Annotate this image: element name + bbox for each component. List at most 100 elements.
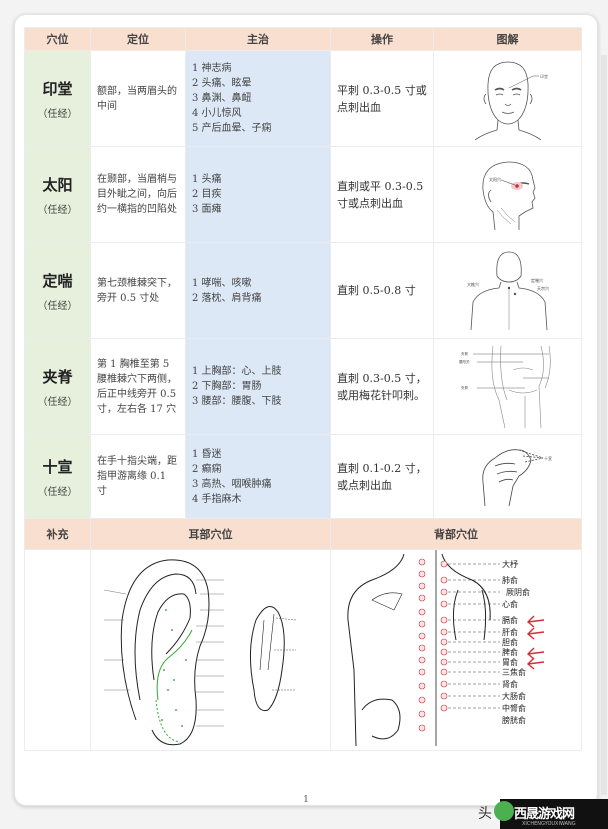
point-meridian: （任经） (37, 486, 78, 498)
treatment-item: 2 落枕、肩背痛 (192, 292, 262, 304)
svg-text:三焦俞: 三焦俞 (502, 667, 526, 677)
face-front-illustration: 印堂 (474, 61, 548, 140)
point-location: 第 1 胸椎至第 5 腰椎棘穴下两侧，后正中线旁开 0.5 寸，左右各 17 穴 (90, 338, 186, 435)
ear-points-title: 耳部穴位 (90, 518, 331, 550)
point-location: 在颞部，当眉梢与目外眦之间，向后约一横指的凹陷处 (90, 146, 186, 243)
treatment-item: 2 目疾 (192, 189, 222, 200)
table-header-row: 穴位 定位 主治 操作 图解 (24, 27, 582, 51)
point-name: 印堂 (42, 79, 73, 98)
svg-text:印堂: 印堂 (540, 73, 548, 79)
point-name: 定喘 (42, 271, 73, 290)
treatment-item: 4 小儿惊风 (192, 108, 242, 119)
point-location: 在手十指尖端，距指甲游离缘 0.1 寸 (90, 434, 186, 519)
table-row: 十宣 （任经） 在手十指尖端，距指甲游离缘 0.1 寸 1 昏迷 2 癫痫 3 … (24, 434, 582, 519)
page-number: 1 (303, 795, 309, 805)
table-row: 夹脊 （任经） 第 1 胸椎至第 5 腰椎棘穴下两侧，后正中线旁开 0.5 寸，… (24, 338, 582, 435)
treatment-item: 3 面瘫 (192, 204, 222, 215)
point-name-cell: 太阳 （任经） (24, 146, 91, 243)
treatment-item: 2 癫痫 (192, 463, 222, 475)
treatment-item: 1 昏迷 (192, 448, 222, 460)
point-figure: 十宣 (433, 434, 582, 519)
back-points-figure-cell: 大杼 肺俞 厥阴俞 心俞 膈俞 肝俞 胆俞 脾俞 胃俞 三焦俞 肾俞 大肠俞 中… (330, 549, 582, 751)
point-name-cell: 定喘 （任经） (24, 242, 91, 339)
supplement-label: 补充 (24, 518, 91, 550)
svg-text:腰阳关: 腰阳关 (459, 359, 470, 364)
svg-text:心俞: 心俞 (502, 599, 518, 609)
treatment-item: 3 高热、咽喉肿痛 (192, 478, 272, 490)
point-operation: 直刺或平 0.3-0.5 寸或点刺出血 (330, 146, 434, 243)
svg-text:肺俞: 肺俞 (502, 575, 518, 585)
point-treatments: 1 哮喘、咳嗽 2 落枕、肩背痛 (185, 242, 331, 339)
point-figure: 太阳穴 (433, 146, 582, 243)
point-operation: 直刺 0.1-0.2 寸，或点刺出血 (330, 434, 434, 519)
point-figure: 印堂 (433, 50, 582, 147)
treatment-item: 1 神志病 (192, 63, 232, 74)
table-row: 定喘 （任经） 第七颈椎棘突下，旁开 0.5 寸处 1 哮喘、咳嗽 2 落枕、肩… (24, 242, 582, 339)
point-treatments: 1 头痛 2 目疾 3 面瘫 (185, 146, 331, 243)
watermark-logo-icon (494, 801, 514, 821)
point-location: 额部，当两眉头的中间 (90, 50, 186, 147)
svg-text:中膂俞: 中膂俞 (502, 703, 526, 713)
ear-acupoints-illustration (103, 559, 296, 746)
svg-text:肾俞: 肾俞 (502, 679, 518, 689)
header-point: 穴位 (24, 27, 91, 51)
point-meridian: （任经） (37, 204, 78, 216)
svg-text:大椎穴: 大椎穴 (467, 281, 479, 287)
svg-text:胃俞: 胃俞 (502, 657, 518, 667)
svg-text:膀胱俞: 膀胱俞 (502, 715, 526, 725)
point-name-cell: 印堂 （任经） (24, 50, 91, 147)
watermark-prefix: 头 (478, 806, 492, 822)
svg-text:大肠俞: 大肠俞 (502, 691, 526, 701)
svg-text:定喘穴: 定喘穴 (531, 277, 543, 283)
point-operation: 直刺 0.3-0.5 寸，或用梅花针叩刺。 (330, 338, 434, 435)
point-figure: 大椎穴 定喘穴 天宗穴 (433, 242, 582, 339)
point-operation: 平刺 0.3-0.5 寸或点刺出血 (330, 50, 434, 147)
table-row: 印堂 （任经） 额部，当两眉头的中间 1 神志病 2 头痛、眩晕 3 鼻渊、鼻衄… (24, 50, 582, 147)
header-treatment: 主治 (185, 27, 331, 51)
treatment-item: 2 头痛、眩晕 (192, 78, 252, 89)
supplement-header-row: 补充 耳部穴位 背部穴位 (24, 518, 582, 550)
point-figure: 夹脊 腰阳关 夹脊 (433, 338, 582, 435)
point-name: 太阳 (42, 175, 73, 194)
point-name: 十宣 (42, 457, 73, 476)
hand-fingertips-illustration: 十宣 (481, 448, 552, 506)
point-treatments: 1 神志病 2 头痛、眩晕 3 鼻渊、鼻衄 4 小儿惊风 5 产后血晕、子痫 (185, 50, 331, 147)
point-location: 第七颈椎棘突下，旁开 0.5 寸处 (90, 242, 186, 339)
header-figure: 图解 (433, 27, 582, 51)
treatment-item: 2 下胸部：胃肠 (192, 381, 262, 392)
red-arrow-icons (526, 615, 545, 670)
watermark-text: 西晟游戏网 (514, 807, 575, 822)
upper-back-illustration: 大椎穴 定喘穴 天宗穴 (467, 251, 549, 330)
supplement-empty-cell (24, 549, 91, 751)
point-meridian: （任经） (37, 396, 78, 408)
treatment-item: 1 哮喘、咳嗽 (192, 277, 252, 289)
back-points-title: 背部穴位 (330, 518, 582, 550)
watermark: 头 西晟游戏网 XICHENGYOUXIWANG (478, 799, 608, 829)
document-page: 穴位 定位 主治 操作 图解 印堂 （任经） 额部，当两眉头的中间 1 神志病 … (14, 14, 607, 806)
treatment-item: 1 上胸部：心、上肢 (192, 366, 282, 377)
point-name-cell: 十宣 （任经） (24, 434, 91, 519)
table-row: 太阳 （任经） 在颞部，当眉梢与目外眦之间，向后约一横指的凹陷处 1 头痛 2 … (24, 146, 582, 243)
svg-text:肝俞: 肝俞 (502, 627, 518, 637)
treatment-item: 5 产后血晕、子痫 (192, 123, 272, 134)
ear-points-figure-cell (90, 549, 331, 751)
watermark-subtext: XICHENGYOUXIWANG (522, 821, 576, 827)
head-side-illustration: 太阳穴 (482, 161, 535, 230)
point-treatments: 1 上胸部：心、上肢 2 下胸部：胃肠 3 腰部：腰腹、下肢 (185, 338, 331, 435)
treatment-item: 3 鼻渊、鼻衄 (192, 93, 252, 104)
svg-text:天宗穴: 天宗穴 (537, 285, 549, 291)
svg-text:膈俞: 膈俞 (502, 615, 518, 625)
supplement-content-row: 大杼 肺俞 厥阴俞 心俞 膈俞 肝俞 胆俞 脾俞 胃俞 三焦俞 肾俞 大肠俞 中… (24, 549, 582, 751)
spine-illustration: 夹脊 腰阳关 夹脊 (459, 345, 551, 428)
point-operation: 直刺 0.5-0.8 寸 (330, 242, 434, 339)
svg-text:夹脊: 夹脊 (461, 385, 469, 390)
back-acupoints-illustration: 大杼 肺俞 厥阴俞 心俞 膈俞 肝俞 胆俞 脾俞 胃俞 三焦俞 肾俞 大肠俞 中… (347, 550, 545, 747)
treatment-item: 3 腰部：腰腹、下肢 (192, 396, 282, 407)
svg-text:厥阴俞: 厥阴俞 (506, 587, 530, 597)
treatment-item: 1 头痛 (192, 174, 222, 185)
point-name: 夹脊 (42, 367, 73, 386)
header-location: 定位 (90, 27, 186, 51)
acupoint-table: 穴位 定位 主治 操作 图解 印堂 （任经） 额部，当两眉头的中间 1 神志病 … (24, 27, 582, 751)
svg-text:胆俞: 胆俞 (502, 637, 518, 647)
point-treatments: 1 昏迷 2 癫痫 3 高热、咽喉肿痛 4 手指麻木 (185, 434, 331, 519)
